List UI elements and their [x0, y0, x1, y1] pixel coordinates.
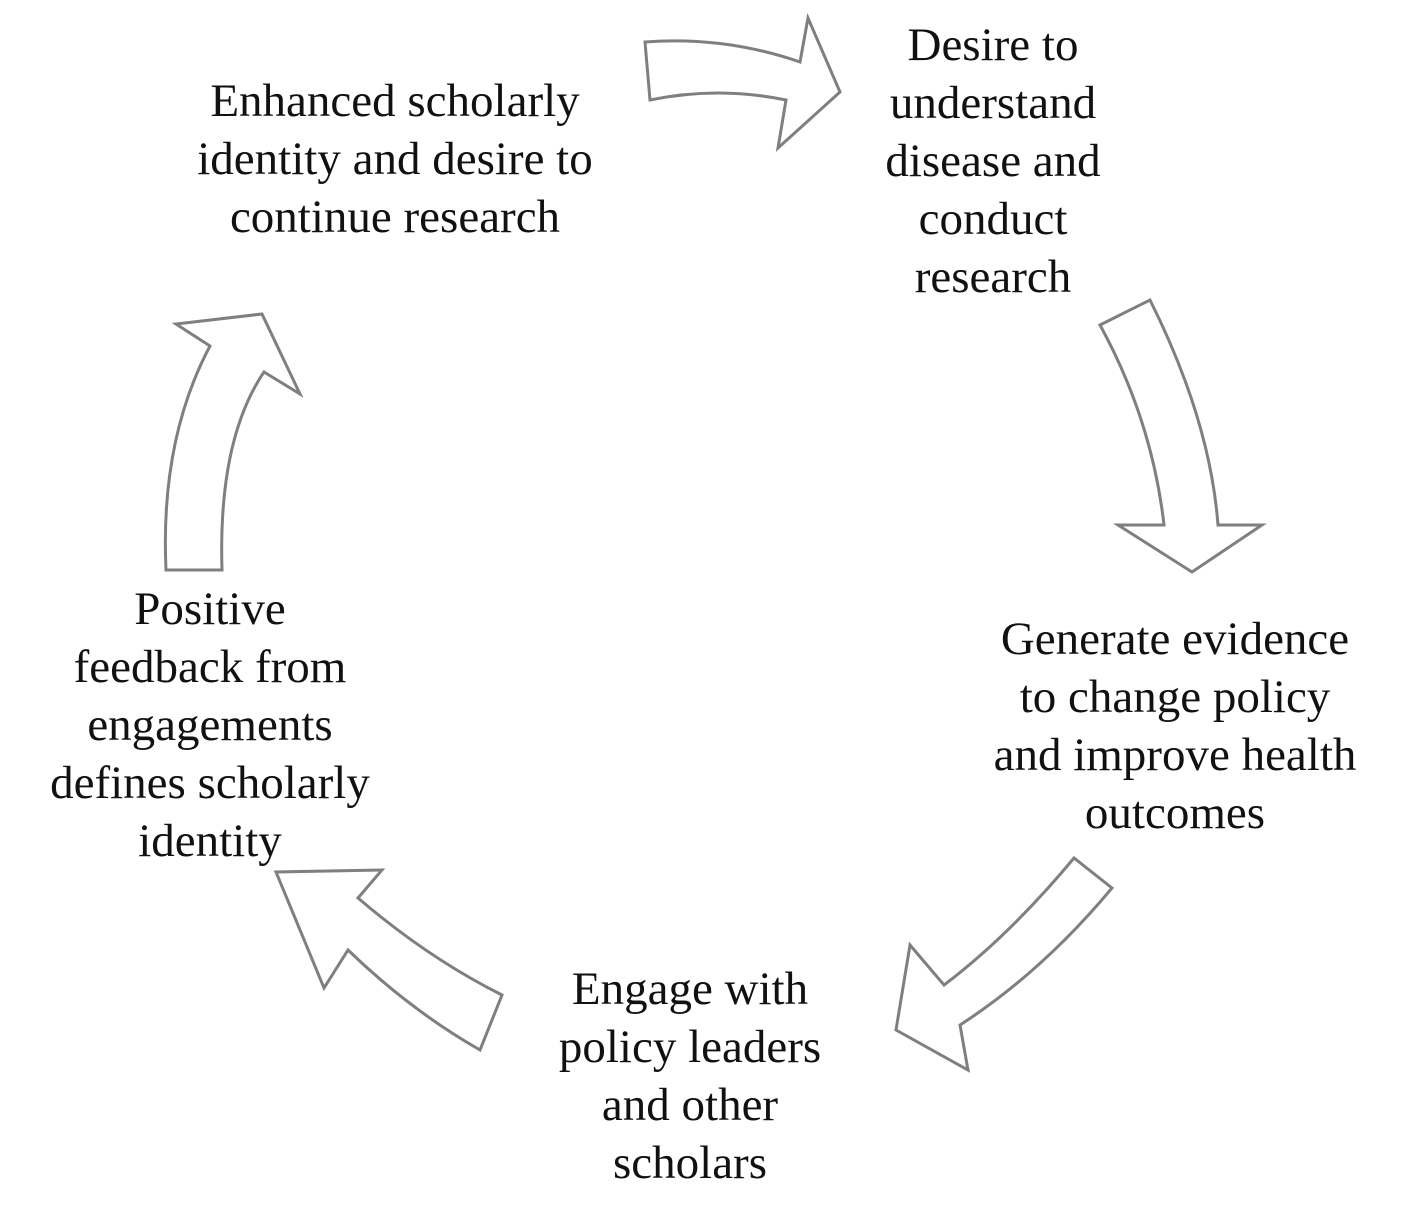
- node-line: and other: [601, 1079, 779, 1131]
- node-line: Desire to: [907, 19, 1079, 71]
- node-line: Enhanced scholarly: [210, 75, 580, 127]
- arrow-desire-to-evidence: [1097, 297, 1267, 574]
- node-line: understand: [889, 77, 1097, 129]
- arrow-enhanced-to-desire: [643, 12, 842, 152]
- node-line: defines scholarly: [50, 757, 370, 809]
- node-line: engagements: [87, 699, 333, 751]
- node-line: research: [914, 251, 1072, 303]
- node-line: conduct: [918, 193, 1068, 245]
- node-line: and improve health: [993, 729, 1357, 781]
- node-enhanced-identity: Enhanced scholarly identity and desire t…: [130, 72, 660, 246]
- node-generate-evidence: Generate evidence to change policy and i…: [935, 610, 1414, 842]
- node-line: Positive: [134, 583, 286, 635]
- node-line: continue research: [229, 191, 561, 243]
- node-line: Generate evidence: [1000, 613, 1350, 665]
- node-line: feedback from: [73, 641, 347, 693]
- node-line: disease and: [885, 135, 1101, 187]
- node-engage-policy-leaders: Engage with policy leaders and other sch…: [500, 960, 880, 1192]
- arrow-engage-to-feedback: [273, 868, 504, 1053]
- node-line: identity and desire to: [197, 133, 593, 185]
- arrow-feedback-to-enhanced: [163, 312, 304, 572]
- node-line: outcomes: [1084, 787, 1266, 839]
- node-line: scholars: [612, 1137, 767, 1189]
- node-line: to change policy: [1019, 671, 1331, 723]
- node-line: Engage with: [571, 963, 809, 1015]
- node-line: policy leaders: [558, 1021, 822, 1073]
- node-line: identity: [138, 815, 282, 867]
- arrow-evidence-to-engage: [894, 855, 1115, 1073]
- node-positive-feedback: Positive feedback from engagements defin…: [0, 580, 420, 870]
- node-desire-to-understand: Desire to understand disease and conduct…: [838, 16, 1148, 306]
